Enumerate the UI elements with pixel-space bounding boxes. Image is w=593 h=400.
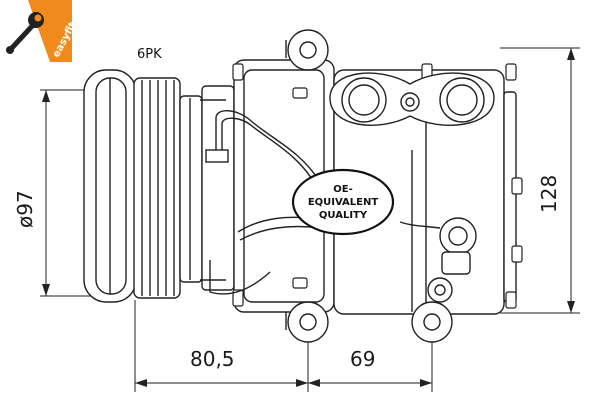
- height-value: 128: [537, 175, 561, 213]
- rear-valve: [427, 217, 477, 303]
- length-rear-value: 69: [350, 347, 375, 371]
- height-dimension: [500, 47, 580, 314]
- mounting-ears: [287, 29, 453, 343]
- wrench-icon: [6, 12, 44, 54]
- pulley: [83, 69, 203, 303]
- seal-line-3: QUALITY: [319, 210, 368, 221]
- easyfit-logo: easyfit: [6, 0, 79, 62]
- seal-line-2: EQUIVALENT: [308, 197, 379, 208]
- pulley-diameter-value: ø97: [13, 190, 37, 228]
- seal-line-1: OE-: [333, 184, 352, 195]
- length-front-value: 80,5: [190, 347, 235, 371]
- refrigerant-ports: [329, 72, 495, 126]
- oe-quality-seal: OE- EQUIVALENT QUALITY: [291, 168, 395, 236]
- belt-label: 6PK: [137, 47, 162, 62]
